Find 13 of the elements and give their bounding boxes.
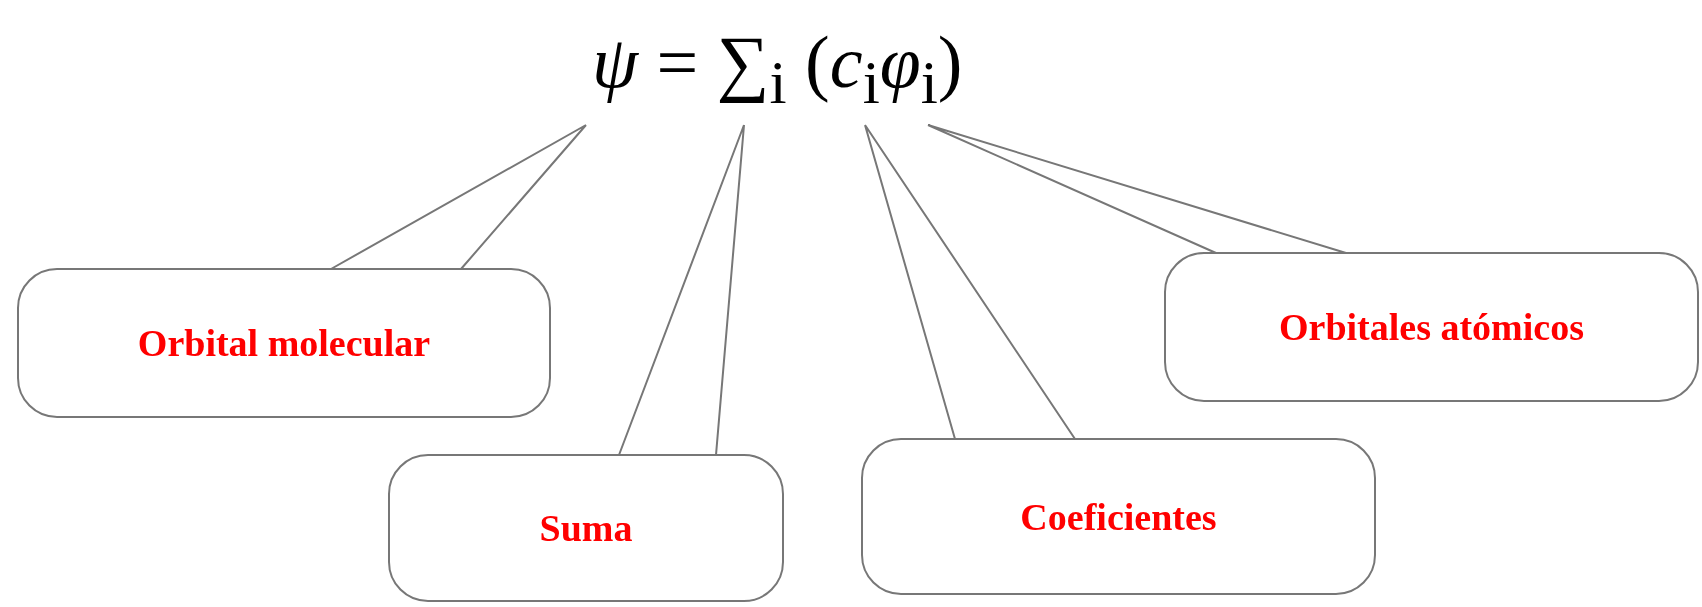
callout-pointer [927, 124, 1347, 254]
callout-pointer [618, 124, 745, 456]
callout-bubble [17, 268, 551, 418]
callout-bubble [861, 438, 1376, 595]
formula-text: ψ = ∑$_{i}$ (c$_{i}$φ$_{i}$) [592, 19, 963, 118]
callout-bubble [388, 454, 784, 602]
callout-pointer [864, 124, 1076, 440]
callout-text: Orbitales atómicos [1279, 305, 1584, 349]
callout-pointer [330, 124, 587, 270]
callout-bubble [1164, 252, 1699, 402]
callout-text: Orbital molecular [137, 321, 431, 365]
callout-text: Suma [539, 506, 633, 550]
callout-text: Coeficientes [1020, 494, 1217, 539]
